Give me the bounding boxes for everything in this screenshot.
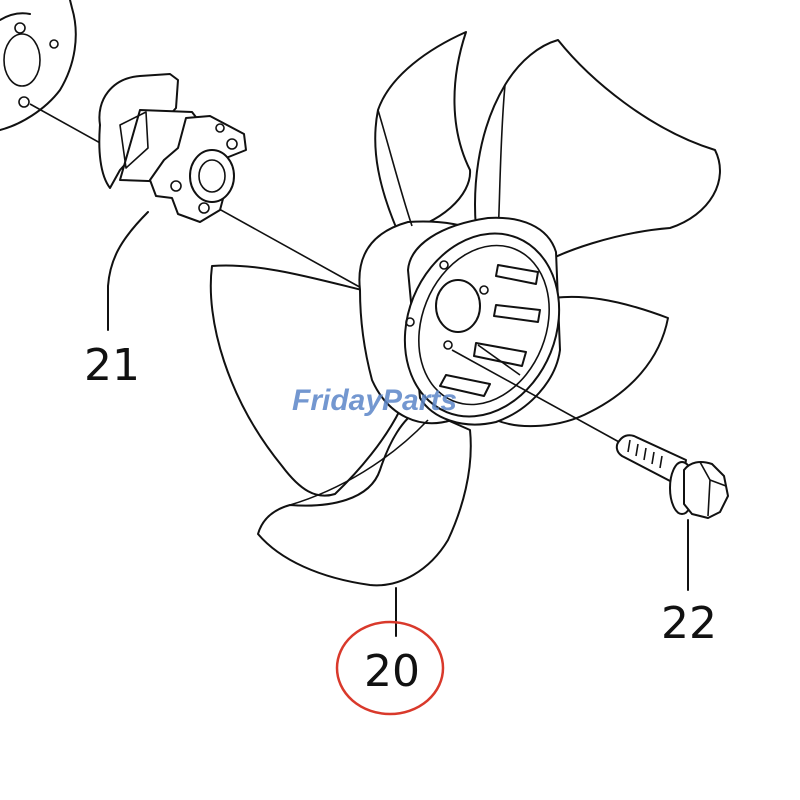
callout-21[interactable]: 21 <box>84 340 140 391</box>
leader-21 <box>107 211 149 331</box>
spacer-part <box>98 73 247 223</box>
friday-parts-watermark: FridayParts <box>292 384 457 417</box>
highlight-circle <box>335 620 445 716</box>
pulley-flange <box>0 0 77 131</box>
bolt-part <box>615 434 729 519</box>
callout-20[interactable]: 20 <box>364 646 420 697</box>
fan-hub <box>403 216 561 426</box>
callout-22[interactable]: 22 <box>661 598 717 649</box>
axis-line-lower <box>451 349 631 449</box>
watermark-part1: Friday <box>292 384 383 417</box>
svg-text:FridayParts: FridayParts <box>292 384 457 417</box>
watermark-part2: Parts <box>382 384 457 417</box>
